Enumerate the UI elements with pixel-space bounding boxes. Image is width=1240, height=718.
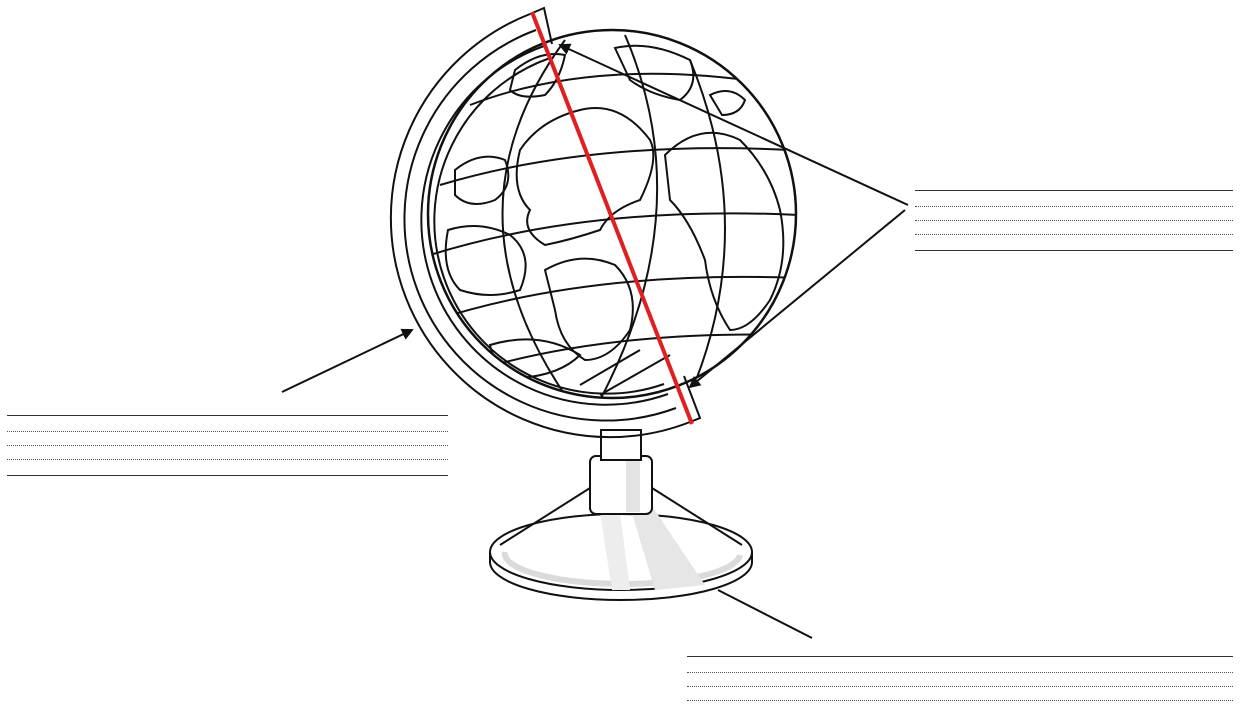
answer-rule [915, 250, 1233, 251]
stand-column-shade [626, 460, 640, 512]
globe-sphere [428, 30, 800, 400]
stand-neck [601, 430, 641, 460]
answer-line[interactable] [687, 672, 1233, 673]
answer-rule [687, 656, 1233, 657]
answer-line[interactable] [687, 686, 1233, 687]
answer-box-stand-base[interactable] [687, 656, 1233, 701]
stand-column [590, 456, 652, 514]
answer-rule [7, 475, 448, 476]
answer-line[interactable] [915, 234, 1233, 235]
answer-box-axis[interactable] [915, 190, 1233, 251]
answer-rule [915, 190, 1233, 191]
answer-line[interactable] [687, 700, 1233, 701]
globe-stand [490, 430, 752, 600]
meridian-arc-pointer [282, 330, 412, 392]
answer-line[interactable] [7, 445, 448, 446]
answer-box-meridian-arc[interactable] [7, 415, 448, 476]
answer-line[interactable] [7, 459, 448, 460]
answer-line[interactable] [915, 220, 1233, 221]
answer-line[interactable] [7, 431, 448, 432]
answer-rule [7, 415, 448, 416]
answer-line[interactable] [915, 206, 1233, 207]
stand-base-pointer [718, 590, 812, 638]
